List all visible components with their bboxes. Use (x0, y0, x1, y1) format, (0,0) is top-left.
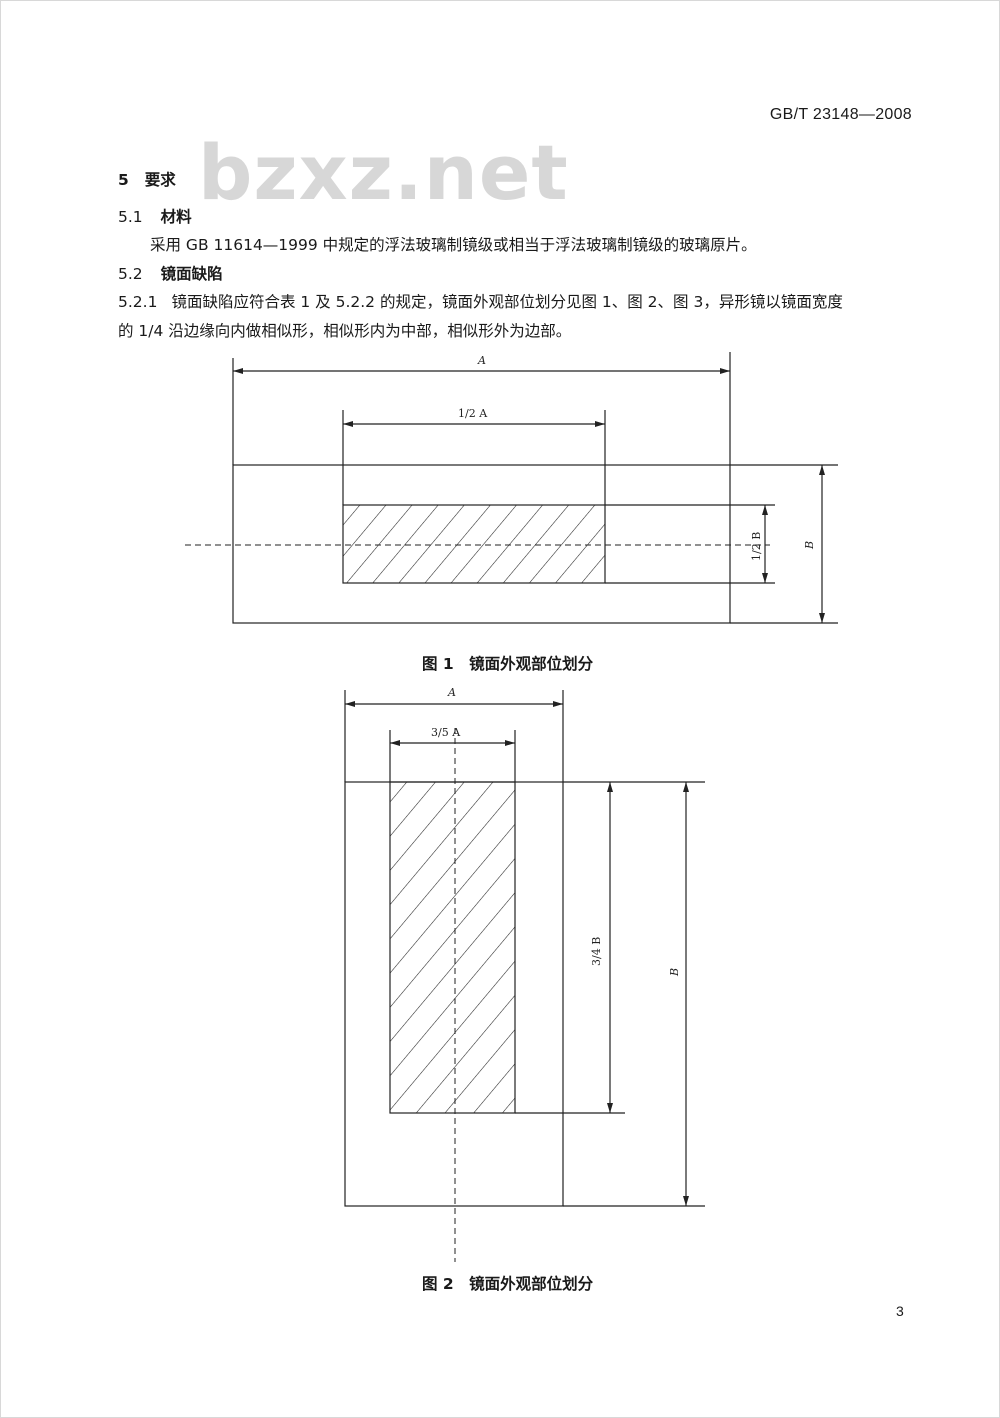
section-5-2-1-number: 5.2.1 (118, 293, 158, 311)
fig1-label-b: B (803, 541, 816, 550)
section-5-title: 要求 (144, 171, 176, 189)
section-5-1-number: 5.1 (118, 208, 143, 226)
fig2-label-three-fifths-a: 3/5 A (431, 726, 461, 739)
fig2-label-three-quarters-b: 3/4 B (590, 937, 603, 966)
section-5-1-text: 采用 GB 11614—1999 中规定的浮法玻璃制镜级或相当于浮法玻璃制镜级的… (150, 236, 757, 254)
figure-2-caption: 图 2 镜面外观部位划分 (422, 1275, 594, 1293)
fig1-label-half-a: 1/2 A (458, 407, 488, 420)
fig1-outer-rect (232, 464, 731, 624)
standard-number: GB/T 23148—2008 (769, 106, 912, 123)
section-5-number: 5 (118, 171, 129, 189)
page-number: 3 (896, 1303, 904, 1319)
section-5-heading: 5 要求 (118, 170, 176, 190)
watermark: bzxz.net (198, 128, 569, 217)
section-5-2-number: 5.2 (118, 265, 143, 283)
fig1-center-zone (342, 504, 606, 584)
figure-1-diagram: A 1/2 A 1/2 B B (185, 352, 838, 624)
section-5-1-heading: 5.1 材料 (118, 207, 192, 227)
figure-2-diagram: A 3/5 A 3/4 B B (344, 686, 705, 1262)
section-5-2-heading: 5.2 镜面缺陷 (118, 264, 223, 284)
section-5-2-1-line2: 的 1/4 沿边缘向内做相似形，相似形内为中部，相似形外为边部。 (118, 322, 572, 340)
section-5-2-1-text-line1: 镜面缺陷应符合表 1 及 5.2.2 的规定，镜面外观部位划分见图 1、图 2、… (171, 293, 843, 311)
section-5-1-title: 材料 (160, 208, 192, 226)
fig1-label-a: A (477, 354, 486, 367)
section-5-2-title: 镜面缺陷 (160, 265, 223, 283)
section-5-2-1-line1: 5.2.1 镜面缺陷应符合表 1 及 5.2.2 的规定，镜面外观部位划分见图 1… (118, 292, 843, 312)
fig2-center-zone (389, 781, 516, 1114)
fig2-label-b: B (668, 968, 681, 977)
fig1-label-half-b: 1/2 B (750, 532, 763, 561)
figure-1-caption: 图 1 镜面外观部位划分 (422, 655, 594, 673)
fig2-label-a: A (447, 686, 456, 699)
